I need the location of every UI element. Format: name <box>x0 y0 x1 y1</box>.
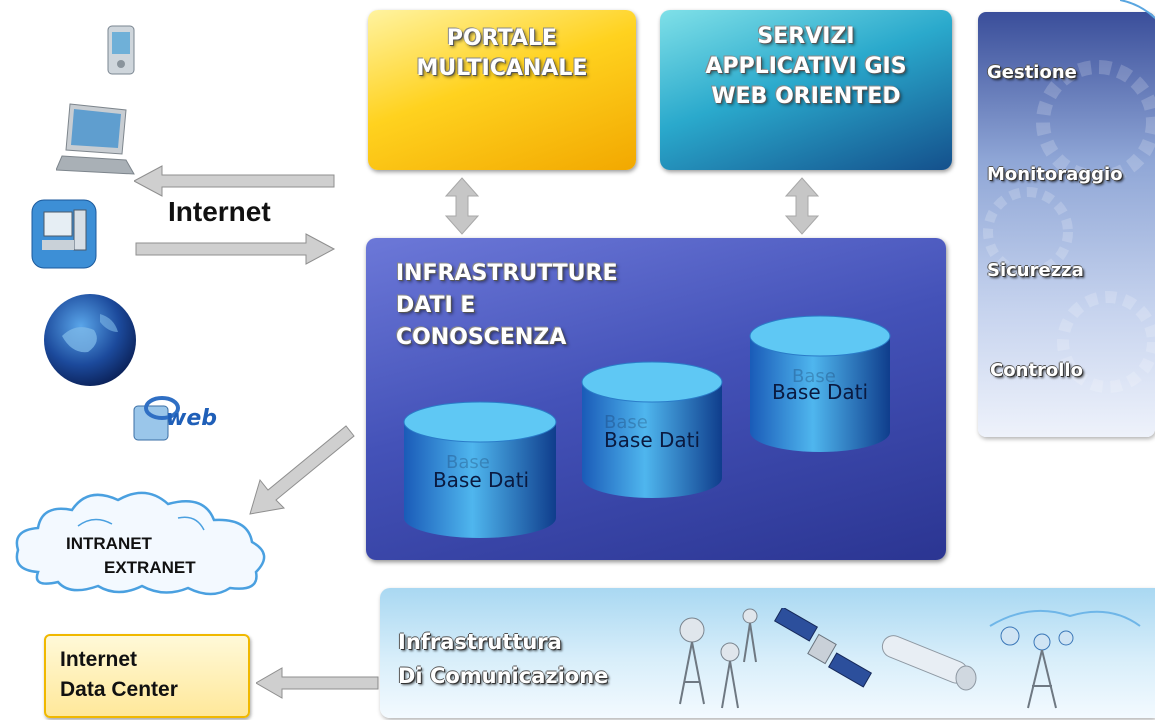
database-cylinder: Base Base Dati <box>748 314 892 454</box>
double-arrow-icon <box>444 177 480 235</box>
servizi-title-line2: APPLICATIVI GIS <box>705 54 907 79</box>
arrow-diagonal-icon <box>249 425 355 515</box>
servizi-title-line1: SERVIZI <box>757 24 855 49</box>
intranet-extranet-cloud: INTRANET EXTRANET <box>8 480 276 600</box>
db-label: Base Dati <box>771 380 869 404</box>
cloud-label-extranet: EXTRANET <box>104 558 196 577</box>
laptop-icon <box>56 103 135 175</box>
db-ghost-label: Base <box>792 366 836 387</box>
cloud-label-intranet: INTRANET <box>66 534 152 553</box>
side-item-controllo: Controllo <box>990 360 1083 381</box>
comunicazione-title-line1: Infrastruttura <box>398 630 562 654</box>
arrow-left-icon <box>134 165 335 197</box>
antenna-tower-icon <box>742 608 758 663</box>
portale-title-line1: PORTALE <box>446 26 558 51</box>
data-center-label-line2: Data Center <box>60 678 178 701</box>
infrastrutture-dati-box: INFRASTRUTTURE DATI E CONOSCENZA Base Ba… <box>366 238 946 560</box>
infra-title-line1: INFRASTRUTTURE <box>396 261 618 286</box>
servizi-applicativi-box: SERVIZI APPLICATIVI GIS WEB ORIENTED <box>660 10 952 170</box>
database-cylinder: Base Base Dati <box>580 360 724 500</box>
web-icon: web <box>130 392 220 450</box>
gear-icon <box>983 60 1155 393</box>
db-ghost-label: Base <box>604 412 648 433</box>
arrow-right-icon <box>135 233 336 265</box>
web-icon-text: web <box>166 406 217 431</box>
side-item-monitoraggio: Monitoraggio <box>987 164 1123 185</box>
portale-multicanale-box: PORTALE MULTICANALE <box>368 10 636 170</box>
arrow-left-icon <box>256 667 379 699</box>
radio-tower-icon <box>989 609 1141 709</box>
pda-icon <box>107 25 135 75</box>
comunicazione-title-line2: Di Comunicazione <box>398 664 609 688</box>
db-label: Base Dati <box>603 428 701 452</box>
corner-curl-icon <box>1120 0 1155 19</box>
side-panel: Gestione Monitoraggio Sicurezza Controll… <box>978 12 1155 437</box>
desktop-computer-icon <box>31 199 97 269</box>
db-ghost-label: Base <box>446 452 490 473</box>
database-cylinder: Base Base Dati <box>402 400 558 540</box>
infrastruttura-comunicazione-box: Infrastruttura Di Comunicazione <box>380 588 1155 718</box>
satellite-icon <box>773 608 872 688</box>
servizi-title-line3: WEB ORIENTED <box>711 84 901 109</box>
internet-label: Internet <box>168 196 271 227</box>
globe-icon <box>44 294 136 386</box>
antenna-tower-icon <box>679 617 740 709</box>
side-item-gestione: Gestione <box>987 62 1077 83</box>
pipe-icon <box>881 635 977 691</box>
side-item-sicurezza: Sicurezza <box>987 260 1084 281</box>
portale-title-line2: MULTICANALE <box>416 56 588 81</box>
infra-title-line3: CONOSCENZA <box>396 325 567 350</box>
internet-data-center-box: Internet Data Center <box>44 634 250 718</box>
data-center-label-line1: Internet <box>60 648 138 671</box>
db-label: Base Dati <box>432 468 530 492</box>
double-arrow-icon <box>784 177 820 235</box>
infra-title-line2: DATI E <box>396 293 476 318</box>
